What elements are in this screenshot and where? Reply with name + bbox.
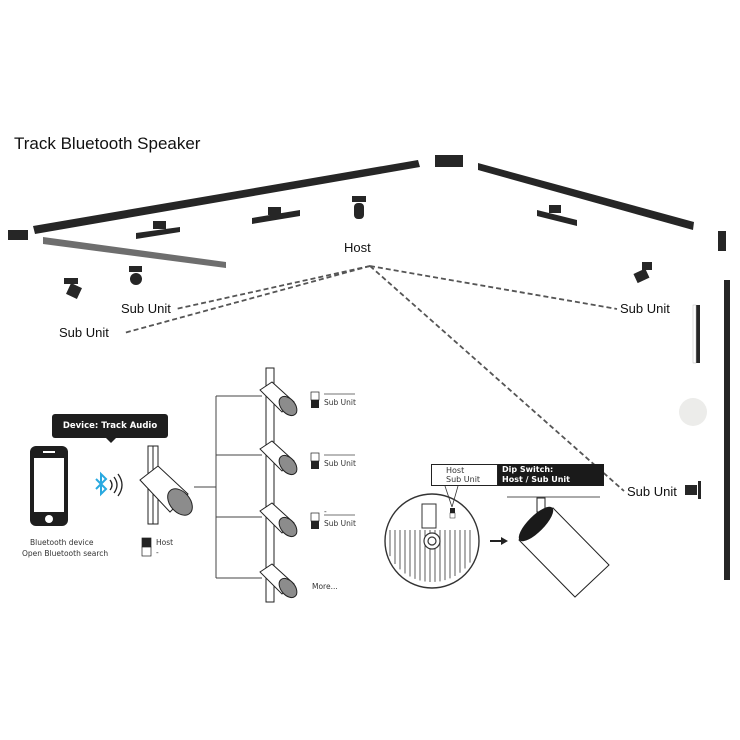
tilted-cylinder-speaker	[518, 506, 610, 598]
phone-screen	[34, 458, 64, 512]
sub-switch-on	[311, 461, 319, 469]
sub-unit-label-2: Sub Unit	[59, 325, 109, 340]
host-speaker-mount	[352, 196, 366, 202]
host-label: Host	[344, 240, 371, 255]
bluetooth-icon	[95, 471, 108, 497]
sub-switch-label: Sub Unit	[324, 459, 356, 468]
chain-speaker	[259, 563, 298, 599]
sub-switch-on	[311, 400, 319, 408]
sub-speaker-a	[66, 283, 82, 299]
dip-switch-title: Dip Switch: Host / Sub Unit	[498, 464, 604, 486]
chain-speaker	[259, 502, 298, 538]
page-title: Track Bluetooth Speaker	[14, 134, 201, 153]
arrow-head-icon	[501, 537, 508, 545]
link-host-sub3	[369, 265, 618, 310]
sub-switch-label: Sub Unit	[324, 519, 356, 528]
linear-light-1-mount	[153, 221, 166, 229]
chain-speaker	[259, 440, 298, 476]
more-label: More...	[312, 582, 338, 591]
sub-speaker-b	[130, 273, 142, 285]
speaker-base-round	[384, 493, 480, 589]
track-rail-right	[478, 163, 694, 230]
link-host-sub2	[123, 265, 371, 334]
link-host-sub1	[175, 265, 371, 310]
linear-light-2	[252, 210, 300, 224]
sub-unit-label-1: Sub Unit	[121, 301, 171, 316]
host-switch-on	[141, 537, 152, 548]
sub-speaker-b-mount	[129, 266, 142, 272]
wall-light-bar	[696, 305, 700, 363]
sub-switch-label: Sub Unit	[324, 398, 356, 407]
host-cylinder-speaker	[139, 465, 193, 516]
sub-unit-speaker-small-mount	[698, 481, 701, 499]
track-endcap-left	[8, 230, 28, 240]
linear-light-1	[136, 227, 180, 239]
sub-unit-label-4: Sub Unit	[627, 484, 677, 499]
sub-switch-top-label: -	[324, 507, 327, 516]
dip-legend-host: Host	[446, 466, 465, 475]
track-rail-long	[33, 160, 420, 234]
chain-speaker	[259, 381, 298, 417]
sub-switch-on	[311, 521, 319, 529]
dip-title-line1: Dip Switch:	[502, 465, 554, 474]
phone-caption-line1: Bluetooth device	[30, 538, 94, 547]
round-ceiling-speaker	[679, 398, 707, 426]
linear-light-2-mount	[268, 207, 281, 215]
sub-speaker-c	[633, 268, 650, 284]
dip-legend: Host Sub Unit	[431, 464, 498, 486]
signal-waves-icon	[109, 473, 123, 497]
linear-light-3	[537, 210, 577, 226]
sub-switch-off	[310, 452, 320, 462]
sub-unit-label-3: Sub Unit	[620, 301, 670, 316]
wall-light-bar-highlight	[692, 304, 697, 364]
host-switch-off	[141, 546, 152, 557]
sub-speaker-a-mount	[64, 278, 78, 284]
phone-speaker-slot	[43, 451, 55, 453]
host-switch-off-label: -	[156, 548, 159, 557]
track-corner-connector	[435, 155, 463, 167]
sub-switch-off	[310, 512, 320, 522]
link-host-sub4	[369, 265, 625, 492]
track-rail-grey	[43, 237, 226, 268]
vertical-track	[724, 280, 730, 580]
sub-switch-off	[310, 391, 320, 401]
track-endcap-right	[718, 231, 726, 251]
linear-light-3-mount	[549, 205, 561, 213]
phone-caption-line2: Open Bluetooth search	[22, 549, 109, 558]
callout-pointer-2	[451, 485, 459, 508]
sub-unit-speaker-small	[685, 485, 697, 495]
host-switch-label: Host	[156, 538, 174, 547]
host-speaker	[354, 203, 364, 219]
sub-speaker-c-mount	[642, 262, 652, 270]
dip-title-line2: Host / Sub Unit	[502, 475, 570, 484]
dip-legend-sub: Sub Unit	[446, 475, 481, 484]
callout-pointer	[444, 485, 453, 508]
device-tooltip: Device: Track Audio	[52, 414, 168, 443]
phone-home-button	[45, 515, 53, 523]
chain-track	[265, 367, 275, 603]
